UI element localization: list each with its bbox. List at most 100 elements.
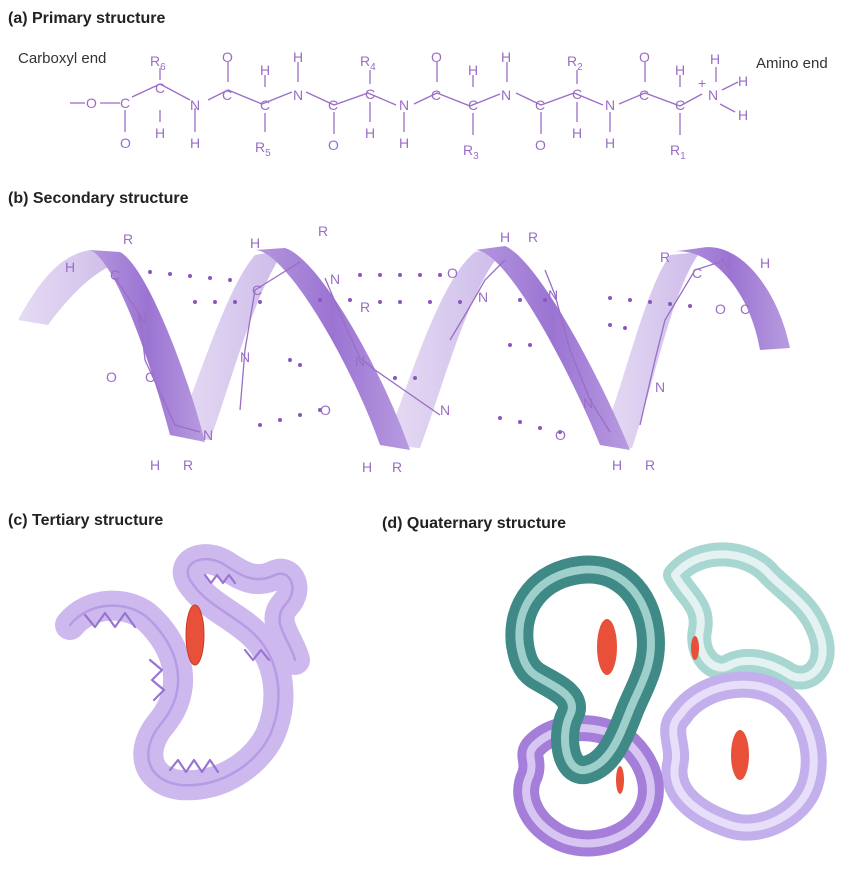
hydrogen-atom: H [710, 51, 720, 67]
panel-b-title: (b) Secondary structure [8, 190, 189, 207]
subunit-light-teal [663, 542, 835, 690]
heme-groups [597, 619, 749, 794]
carbonyl-oxygen: O [120, 135, 131, 151]
tertiary-structure-diagram [55, 544, 310, 801]
hydrogen-atom: H [675, 62, 685, 78]
helix-backbone-bonds [114, 259, 721, 433]
helix-r: R [660, 249, 670, 265]
panel-a-title: (a) Primary structure [8, 10, 166, 27]
helix-n: N [137, 310, 147, 326]
helix-o: O [447, 265, 458, 281]
helix-n: N [655, 379, 665, 395]
nitrogen-atom: N [293, 87, 303, 103]
carbonyl-carbon: C [639, 87, 649, 103]
helix-n: N [355, 353, 365, 369]
helix-n: N [720, 255, 730, 271]
nitrogen-atom: N [501, 87, 511, 103]
helix-h: H [612, 457, 622, 473]
helix-n: N [583, 395, 593, 411]
helix-h: H [760, 255, 770, 271]
subunit-dark-teal [505, 555, 665, 784]
charge-sign: + [698, 75, 706, 91]
nitrogen-atom: N [605, 97, 615, 113]
helix-n: N [548, 287, 558, 303]
panel-c-title: (c) Tertiary structure [8, 512, 164, 529]
nitrogen-atom: N [190, 97, 200, 113]
helix-o: O [320, 402, 331, 418]
folded-polypeptide [55, 544, 310, 801]
helix-c: C [740, 301, 750, 317]
hydrogen-atom: H [399, 135, 409, 151]
helix-r: R [392, 459, 402, 475]
alpha-carbon: C [572, 86, 582, 102]
r3-label: R3 [463, 142, 479, 162]
carboxyl-end-label: Carboxyl end [18, 50, 107, 67]
carbonyl-carbon: C [222, 87, 232, 103]
heme-group [185, 604, 205, 666]
hydrogen-atom: H [738, 107, 748, 123]
helix-c: C [252, 282, 262, 298]
r1-label: R1 [670, 142, 686, 162]
alpha-helix-diagram: H C R N O C H R N N H R C N R N O H R N … [18, 223, 790, 475]
carbonyl-oxygen: O [222, 49, 233, 65]
helix-n: N [203, 427, 213, 443]
amino-nitrogen: N [708, 87, 718, 103]
peptide-backbone [70, 62, 739, 135]
helix-n: N [440, 402, 450, 418]
carbonyl-oxygen: O [328, 137, 339, 153]
r-group-labels: R6 R5 R4 R3 R2 R1 [150, 53, 686, 162]
helix-r: R [360, 299, 370, 315]
hydrogen-bonds [148, 270, 692, 434]
hydrogen-atom: H [738, 73, 748, 89]
alpha-carbon: C [155, 80, 165, 96]
hydrogen-atom: H [365, 125, 375, 141]
primary-atom-labels: O C O C H N H C O H C N H C O C H N H C … [86, 49, 748, 153]
primary-structure-chain: O C O C H N H C O H C N H C O C H N H C … [70, 49, 748, 162]
helix-c: C [110, 267, 120, 283]
helix-n: N [240, 349, 250, 365]
hydrogen-atom: H [293, 49, 303, 65]
carbonyl-carbon: C [535, 97, 545, 113]
hydrogen-atom: H [260, 62, 270, 78]
helix-h: H [500, 229, 510, 245]
helix-h: H [65, 259, 75, 275]
helix-o: O [555, 427, 566, 443]
carbonyl-oxygen: O [431, 49, 442, 65]
alpha-carbon: C [468, 97, 478, 113]
oxygen-atom: O [86, 95, 97, 111]
helix-atom-labels: H C R N O C H R N N H R C N R N O H R N … [65, 223, 770, 475]
hydrogen-atom: H [190, 135, 200, 151]
panel-d-title: (d) Quaternary structure [382, 515, 567, 532]
r4-label: R4 [360, 53, 376, 73]
helix-r: R [123, 231, 133, 247]
helix-r: R [645, 457, 655, 473]
hydrogen-atom: H [605, 135, 615, 151]
carboxyl-carbon: C [120, 95, 130, 111]
r6-label: R6 [150, 53, 166, 73]
helix-o: O [106, 369, 117, 385]
helix-o: O [715, 301, 726, 317]
helix-h: H [250, 235, 260, 251]
hydrogen-atom: H [155, 125, 165, 141]
carbonyl-carbon: C [431, 87, 441, 103]
subunit-lavender [660, 671, 827, 841]
amino-end-label: Amino end [756, 55, 828, 72]
quaternary-structure-diagram [505, 542, 835, 857]
helix-c: C [692, 265, 702, 281]
carbonyl-oxygen: O [535, 137, 546, 153]
nitrogen-atom: N [399, 97, 409, 113]
carbonyl-oxygen: O [639, 49, 650, 65]
r5-label: R5 [255, 139, 271, 159]
helix-ribbon-back [18, 248, 700, 448]
helix-ribbon-front [90, 246, 790, 450]
helix-n: N [330, 271, 340, 287]
subunit-purple [513, 715, 664, 857]
hydrogen-atom: H [468, 62, 478, 78]
helix-r: R [183, 457, 193, 473]
helix-n: N [478, 289, 488, 305]
carbonyl-carbon: C [328, 97, 338, 113]
helix-h: H [150, 457, 160, 473]
hydrogen-atom: H [501, 49, 511, 65]
alpha-carbon: C [260, 97, 270, 113]
alpha-carbon: C [675, 97, 685, 113]
